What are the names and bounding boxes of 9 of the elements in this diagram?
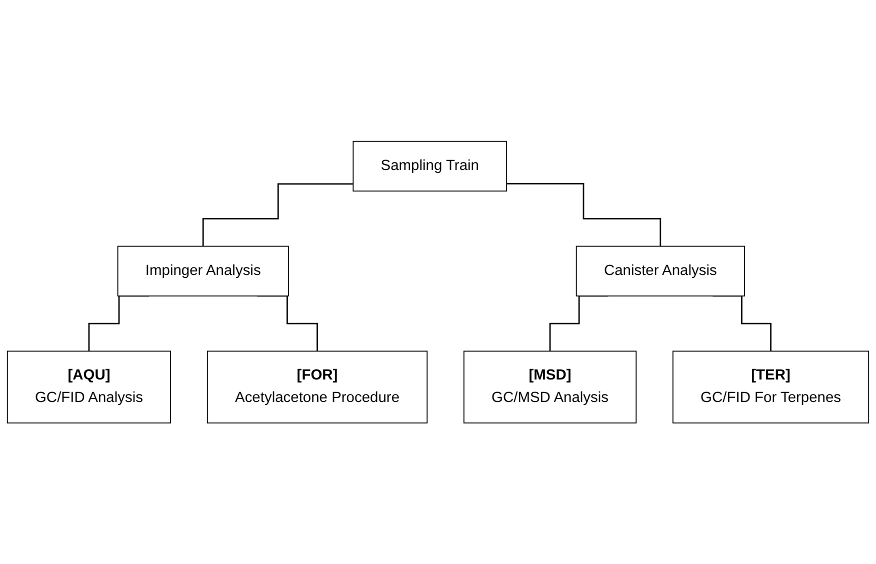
- node-box: Canister Analysis: [576, 246, 745, 296]
- node-box: [MSD] GC/MSD Analysis: [463, 350, 637, 424]
- node-box: Impinger Analysis: [117, 246, 289, 296]
- connector: [506, 182, 662, 247]
- node-box: Sampling Train: [352, 140, 508, 192]
- node-box: [AQU] GC/FID Analysis: [6, 350, 172, 424]
- node-box: [TER] GC/FID For Terpenes: [672, 350, 870, 424]
- node-box: [FOR] Acetylacetone Procedure: [206, 350, 428, 424]
- connector: [202, 183, 354, 247]
